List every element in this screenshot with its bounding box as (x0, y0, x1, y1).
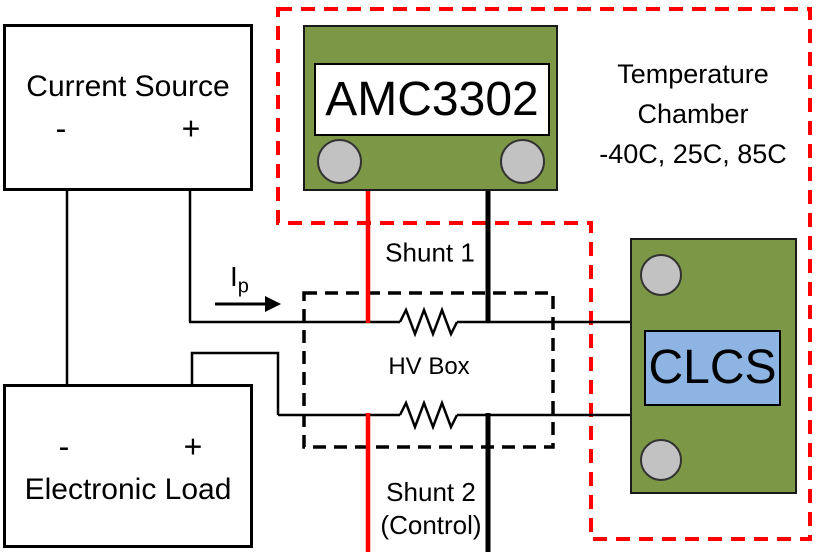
temperature-chamber-label: Temperature Chamber -40C, 25C, 85C (599, 54, 787, 174)
temperature-chamber-line2: Chamber (637, 99, 749, 129)
mounting-hole-icon (640, 254, 682, 296)
current-arrow-head-icon (265, 296, 281, 312)
amc3302-label-plate: AMC3302 (314, 63, 550, 136)
mounting-hole-icon (317, 139, 362, 184)
amc3302-label: AMC3302 (325, 72, 539, 126)
clcs-label-plate: CLCS (644, 330, 781, 406)
mounting-hole-icon (640, 439, 682, 481)
current-source-plus-terminal: + (181, 110, 201, 147)
electronic-load-plus-terminal: + (183, 428, 203, 465)
shunt2-line1: Shunt 2 (386, 477, 476, 507)
current-source-label: Current Source (26, 70, 230, 103)
clcs-label: CLCS (648, 341, 777, 394)
shunt2-label: Shunt 2 (Control) (380, 476, 481, 542)
electronic-load-minus-terminal: - (58, 428, 70, 465)
primary-current-symbol: I (230, 261, 238, 292)
hv-box-outline (302, 291, 555, 449)
temperature-chamber-outline (276, 7, 812, 541)
mounting-hole-icon (500, 139, 545, 184)
temperature-chamber-line3: -40C, 25C, 85C (599, 139, 787, 169)
electronic-load-label: Electronic Load (24, 473, 232, 506)
clcs-board: CLCS (630, 238, 797, 494)
current-source-box: Current Source - + (3, 24, 253, 191)
electronic-load-box: - + Electronic Load (3, 384, 253, 548)
hv-box-label: HV Box (388, 353, 470, 380)
shunt1-resistor-symbol (398, 306, 459, 338)
wire-load-pos-up (190, 351, 280, 415)
primary-current-subscript: p (237, 275, 249, 298)
shunt2-line2: (Control) (380, 510, 482, 540)
primary-current-label: Ip (230, 261, 249, 299)
amc3302-board: AMC3302 (303, 25, 558, 191)
shunt1-label: Shunt 1 (385, 237, 475, 268)
temperature-chamber-line1: Temperature (617, 59, 769, 89)
shunt2-resistor-symbol (398, 399, 459, 431)
current-source-minus-terminal: - (55, 110, 67, 147)
